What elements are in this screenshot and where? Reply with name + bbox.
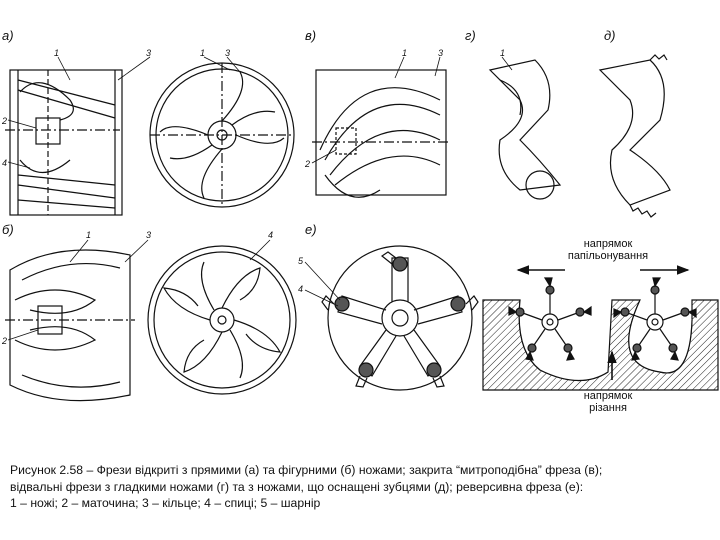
panel-e-drawing [321, 245, 479, 391]
panel-label-a: а) [2, 28, 14, 43]
reversible-rotor-left [508, 277, 592, 361]
direction-feed-label: напрямок папільонування [567, 238, 649, 262]
panel-label-g: г) [465, 28, 476, 43]
callout-1-g: 1 [402, 48, 407, 58]
panel-b-wheel-drawing [147, 245, 297, 395]
reversible-rotor-right [613, 277, 697, 361]
figure-caption: Рисунок 2.58 – Фрези відкриті з прямими … [10, 462, 710, 512]
callout-3-a: 3 [146, 48, 151, 58]
callout-1-v: 1 [200, 48, 205, 58]
callout-3-g: 3 [438, 48, 443, 58]
callout-leaders [7, 56, 513, 341]
caption-line-3: 1 – ножі; 2 – маточина; 3 – кільце; 4 – … [10, 496, 321, 510]
tiller-cutters-drawing: 1 3 1 3 1 3 1 2 4 2 1 3 4 2 5 4 [1, 48, 719, 402]
callout-1-b: 1 [86, 230, 91, 240]
panel-b-drawing [5, 249, 135, 402]
panel-label-d: д) [604, 28, 616, 43]
callout-1-a: 1 [54, 48, 59, 58]
panel-label-v: в) [305, 28, 317, 43]
panel-g-drawing [312, 69, 450, 198]
callout-5-e: 5 [298, 256, 304, 266]
direction-cut-label: напрямок різання [583, 390, 633, 414]
callout-3-v: 3 [225, 48, 230, 58]
callout-numbers: 1 3 1 3 1 3 1 2 4 2 1 3 4 2 5 4 [1, 48, 505, 346]
callout-4-a: 4 [2, 158, 7, 168]
panel-a-drawing [5, 69, 123, 216]
callout-4-b: 4 [268, 230, 273, 240]
callout-3-b: 3 [146, 230, 151, 240]
panel-label-e: е) [305, 222, 317, 237]
caption-line-2: відвальні фрези з гладкими ножами (г) та… [10, 479, 584, 494]
caption-line-1: Рисунок 2.58 – Фрези відкриті з прямими … [10, 463, 603, 477]
callout-1-d: 1 [500, 48, 505, 58]
callout-4-e: 4 [298, 284, 303, 294]
callout-2-g: 2 [304, 159, 310, 169]
panel-label-b: б) [2, 222, 14, 237]
callout-2-a: 2 [1, 116, 7, 126]
panel-d-drawing [488, 54, 671, 218]
callout-2-b: 2 [1, 336, 7, 346]
panel-v-drawing [149, 62, 295, 208]
direction-arrows [516, 265, 690, 380]
